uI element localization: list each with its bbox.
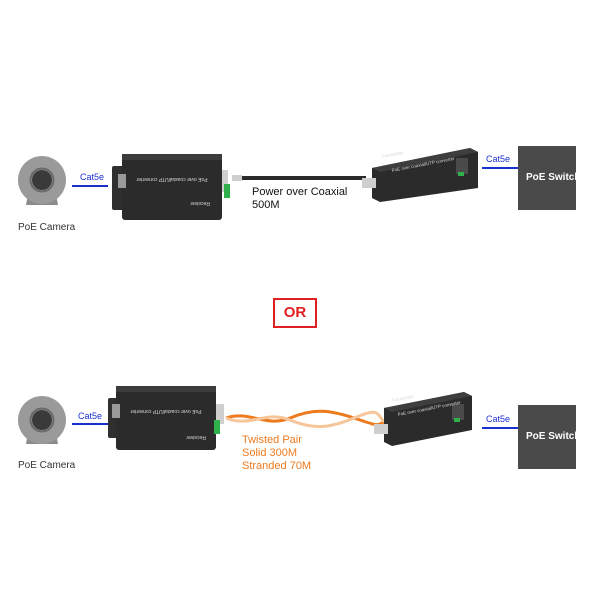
cat5e-label-right: Cat5e xyxy=(486,414,511,424)
cat5e-label-right: Cat5e xyxy=(486,154,511,164)
twisted-pair-cable xyxy=(225,409,386,429)
receiver-caption: PoE over coaxial/UTP converter xyxy=(136,176,207,182)
camera-icon xyxy=(18,156,66,205)
receiver-device: PoE over coaxial/UTP converter Receiver xyxy=(108,386,224,450)
camera-label: PoE Camera xyxy=(18,222,76,233)
receiver-device: PoE over coaxial/UTP converter Receiver xyxy=(112,154,230,220)
cat5e-label-left: Cat5e xyxy=(80,172,105,182)
top-row-diagram: PoE over coaxial/UTP converter Receiver … xyxy=(18,148,518,220)
receiver-tag: Receiver xyxy=(186,434,206,440)
link-label-line3: Stranded 70M xyxy=(242,460,312,472)
bottom-row-diagram: PoE over coaxial/UTP converter Receiver … xyxy=(18,386,518,450)
transmitter-device: Transmitter PoE over coaxial/UTP convert… xyxy=(362,148,478,202)
poe-switch: PoE Switch xyxy=(518,146,576,210)
link-label-line1: Power over Coaxial xyxy=(252,186,348,198)
transmitter-tag: Transmitter xyxy=(391,394,415,403)
link-label-line2: Solid 300M xyxy=(242,447,298,459)
transmitter-tag: Transmitter xyxy=(381,150,405,159)
receiver-caption: PoE over coaxial/UTP converter xyxy=(130,408,201,414)
transmitter-device: Transmitter PoE over coaxial/UTP convert… xyxy=(374,392,472,446)
camera-label: PoE Camera xyxy=(18,460,76,471)
cat5e-label-left: Cat5e xyxy=(78,411,103,421)
link-label-line2: 500M xyxy=(252,199,280,211)
link-label-line1: Twisted Pair xyxy=(242,434,302,446)
receiver-tag: Receiver xyxy=(190,200,210,206)
camera-icon xyxy=(18,396,66,444)
poe-switch: PoE Switch xyxy=(518,405,576,469)
or-separator: OR xyxy=(273,298,317,328)
